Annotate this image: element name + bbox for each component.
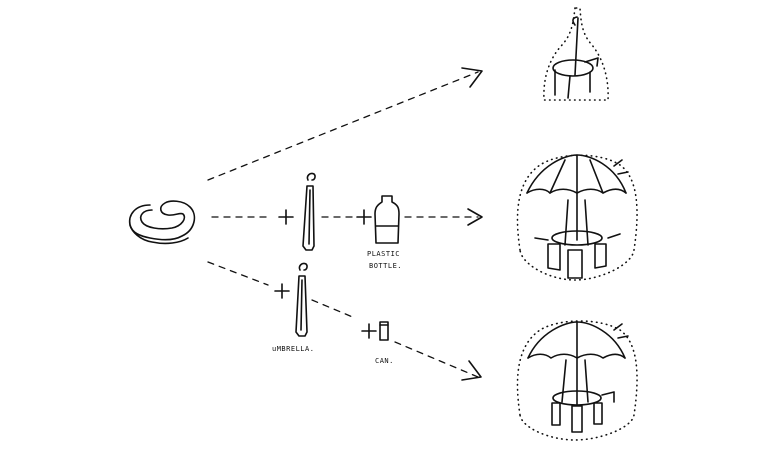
arrow-line-top (207, 71, 479, 181)
arrow-line-bottom-3 (394, 341, 479, 378)
umbrella-icon (302, 172, 316, 251)
plastic-bottle-label-line2: BOTTLE. (369, 262, 402, 270)
plastic-bottle-icon (374, 195, 400, 244)
umbrella-icon (295, 262, 308, 337)
plus-icon (278, 209, 294, 225)
can-label: CAN. (375, 357, 394, 365)
result-bottle-seat-icon (516, 154, 638, 281)
seat-ring-icon (128, 200, 196, 245)
can-icon (379, 321, 389, 341)
result-seat-icon (543, 7, 609, 101)
arrow-icon (467, 208, 483, 226)
plus-icon (356, 209, 372, 225)
plus-icon (274, 283, 290, 299)
arrow-icon (461, 67, 483, 88)
arrow-icon (461, 360, 482, 381)
umbrella-label: uMBRELLA. (272, 345, 314, 353)
result-can-seat-icon (516, 320, 638, 441)
arrow-line-bottom-1 (207, 261, 269, 286)
plus-icon (361, 323, 377, 339)
plastic-bottle-label-line1: PLASTIC (367, 250, 400, 258)
arrow-line-bottom-2 (311, 299, 356, 319)
